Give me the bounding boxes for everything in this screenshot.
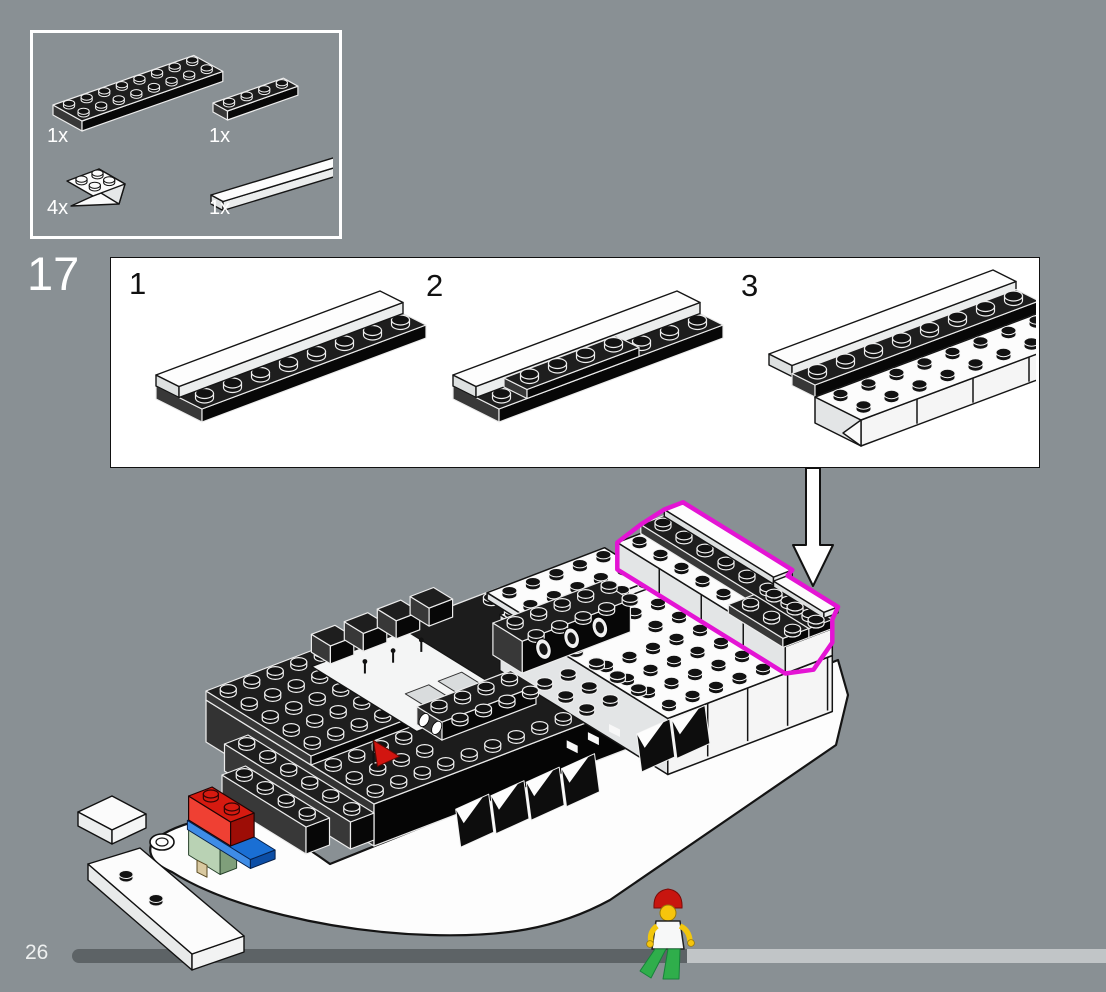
step-number: 17 <box>27 247 80 300</box>
parts-callout-box: 1x 1x 4x 1x <box>30 30 342 239</box>
page-number: 26 <box>25 941 49 964</box>
substep-1-number: 1 <box>129 266 147 301</box>
porthole-wall <box>492 579 639 674</box>
parts <box>52 54 333 212</box>
part-count-plate1x4: 1x <box>209 125 231 147</box>
cabin-front-wall <box>416 669 540 741</box>
bow-bricks <box>186 786 276 878</box>
flag <box>372 739 400 769</box>
boat-assembly-scene <box>77 467 850 980</box>
placement-arrow <box>792 467 834 587</box>
substeps-panel: 1 2 3 <box>110 257 1040 468</box>
stern-subassembly <box>616 501 839 675</box>
highlight-outline <box>615 500 841 676</box>
substep-3-number: 3 <box>741 268 759 303</box>
bow-winch <box>77 795 175 851</box>
substep-assembly <box>155 290 427 423</box>
keel-plate <box>87 847 245 971</box>
hull-hatches <box>455 704 711 848</box>
minifigure-progress-marker <box>639 888 695 980</box>
substep-3-assembly <box>768 269 1036 447</box>
substeps-illustration <box>155 269 1036 447</box>
parts-illustration <box>52 54 333 212</box>
part-count-slope: 4x <box>47 197 69 219</box>
part-count-tile1x8: 1x <box>209 197 231 219</box>
substep-assembly <box>452 290 724 423</box>
progress-bar-remaining <box>687 949 1106 963</box>
deck-slits <box>566 724 620 754</box>
roof-tabs <box>310 586 454 665</box>
substep-2-number: 2 <box>426 268 444 303</box>
part-count-plate2x8: 1x <box>47 125 69 147</box>
